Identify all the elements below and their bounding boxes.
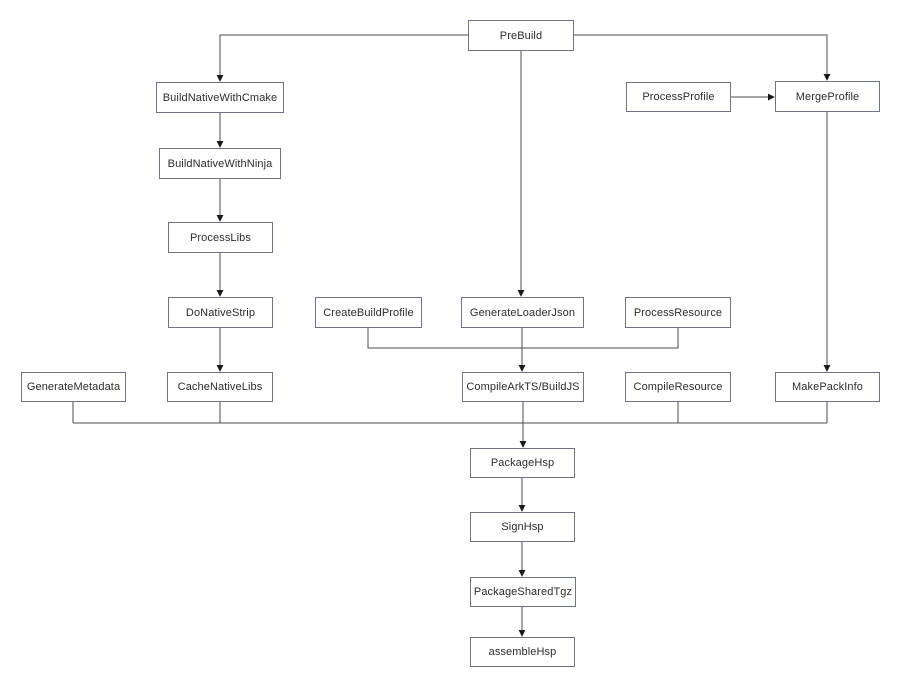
node-compile-arkts-buildjs: CompileArkTS/BuildJS bbox=[462, 372, 584, 402]
node-prebuild: PreBuild bbox=[468, 20, 574, 51]
node-build-native-with-cmake: BuildNativeWithCmake bbox=[156, 82, 284, 113]
node-generate-metadata: GenerateMetadata bbox=[21, 372, 126, 402]
node-process-libs: ProcessLibs bbox=[168, 222, 273, 253]
edge-process-resource-to-join bbox=[522, 328, 679, 349]
edge-prebuild-to-build-native-with-cmake bbox=[216, 34, 468, 82]
node-generate-loader-json: GenerateLoaderJson bbox=[461, 297, 584, 328]
node-build-native-with-ninja: BuildNativeWithNinja bbox=[159, 148, 281, 179]
edge-create-build-profile-to-join bbox=[367, 328, 522, 349]
node-process-resource: ProcessResource bbox=[625, 297, 731, 328]
node-do-native-strip: DoNativeStrip bbox=[168, 297, 273, 328]
node-merge-profile: MergeProfile bbox=[775, 81, 880, 112]
node-assemble-hsp: assembleHsp bbox=[470, 637, 575, 667]
node-package-hsp: PackageHsp bbox=[470, 448, 575, 478]
node-package-shared-tgz: PackageSharedTgz bbox=[470, 577, 576, 607]
node-compile-resource: CompileResource bbox=[625, 372, 731, 402]
node-create-build-profile: CreateBuildProfile bbox=[315, 297, 422, 328]
edge-prebuild-to-merge-profile bbox=[574, 34, 831, 81]
node-sign-hsp: SignHsp bbox=[470, 512, 575, 542]
node-cache-native-libs: CacheNativeLibs bbox=[167, 372, 273, 402]
node-process-profile: ProcessProfile bbox=[626, 82, 731, 112]
node-make-pack-info: MakePackInfo bbox=[775, 372, 880, 402]
